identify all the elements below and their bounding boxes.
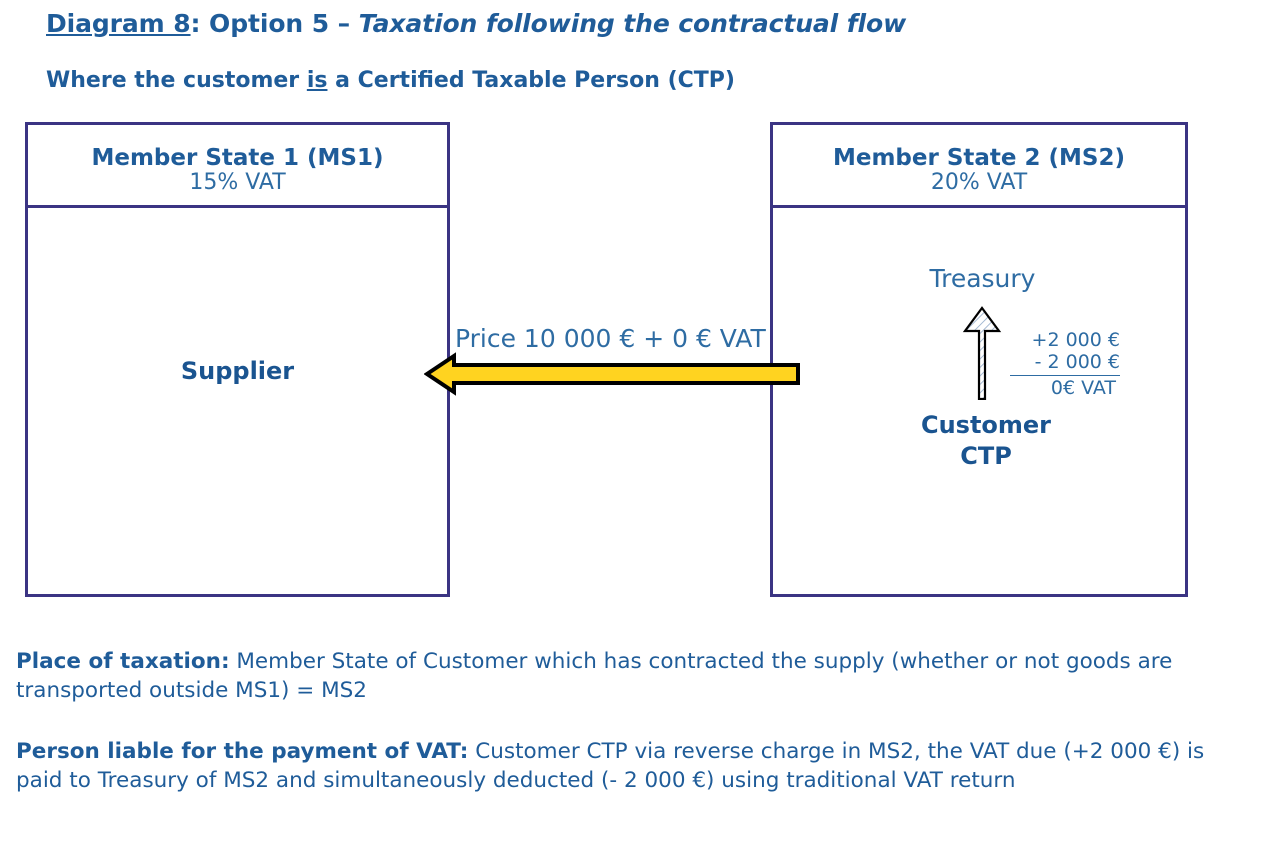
vat-due-amount: +2 000 € — [1031, 329, 1120, 351]
subtitle-emphasis: is — [306, 68, 328, 93]
customer-actor-line1: Customer — [920, 411, 1052, 439]
note-place-of-taxation: Place of taxation: Member State of Custo… — [16, 648, 1256, 705]
customer-actor-line2: CTP — [960, 441, 1012, 470]
treasury-label: Treasury — [929, 264, 1036, 293]
price-flow-label: Price 10 000 € + 0 € VAT — [455, 324, 766, 353]
subtitle-before: Where the customer — [46, 68, 307, 93]
member-state-2-header: Member State 2 (MS2) 20% VAT — [773, 125, 1185, 208]
page-subtitle: Where the customer is a Certified Taxabl… — [46, 68, 735, 93]
member-state-2-vat-rate: 20% VAT — [930, 170, 1028, 196]
member-state-1-box: Member State 1 (MS1) 15% VAT Supplier — [25, 122, 450, 597]
up-arrow-icon — [957, 305, 1007, 401]
page-title-option: : Option 5 – — [190, 9, 359, 38]
member-state-2-title: Member State 2 (MS2) — [832, 145, 1126, 171]
note-liable-text: Customer CTP via reverse charge in MS2, … — [16, 739, 1205, 793]
page-title-diagram-number: Diagram 8 — [46, 9, 191, 38]
page-title: Diagram 8: Option 5 – Taxation following… — [46, 9, 906, 38]
vat-deducted-amount: - 2 000 € — [1010, 351, 1120, 376]
customer-actor-label: Customer CTP — [880, 410, 1092, 471]
member-state-1-vat-rate: 15% VAT — [189, 170, 286, 196]
subtitle-after: a Certified Taxable Person (CTP) — [327, 68, 735, 93]
note-place-label: Place of taxation: — [16, 649, 230, 674]
page-title-italic-part: Taxation following the contractual flow — [358, 9, 907, 38]
member-state-1-title: Member State 1 (MS1) — [91, 145, 384, 171]
supplier-actor-label: Supplier — [180, 357, 295, 385]
vat-calculation-figures: +2 000 € - 2 000 € 0€ VAT — [1010, 329, 1120, 399]
left-arrow-icon — [423, 352, 800, 396]
member-state-1-header: Member State 1 (MS1) 15% VAT — [28, 125, 447, 208]
note-place-text: Member State of Customer which has contr… — [16, 649, 1173, 703]
vat-total-amount: 0€ VAT — [1050, 376, 1116, 399]
note-liable-label: Person liable for the payment of VAT: — [16, 739, 469, 764]
note-person-liable: Person liable for the payment of VAT: Cu… — [16, 738, 1256, 795]
